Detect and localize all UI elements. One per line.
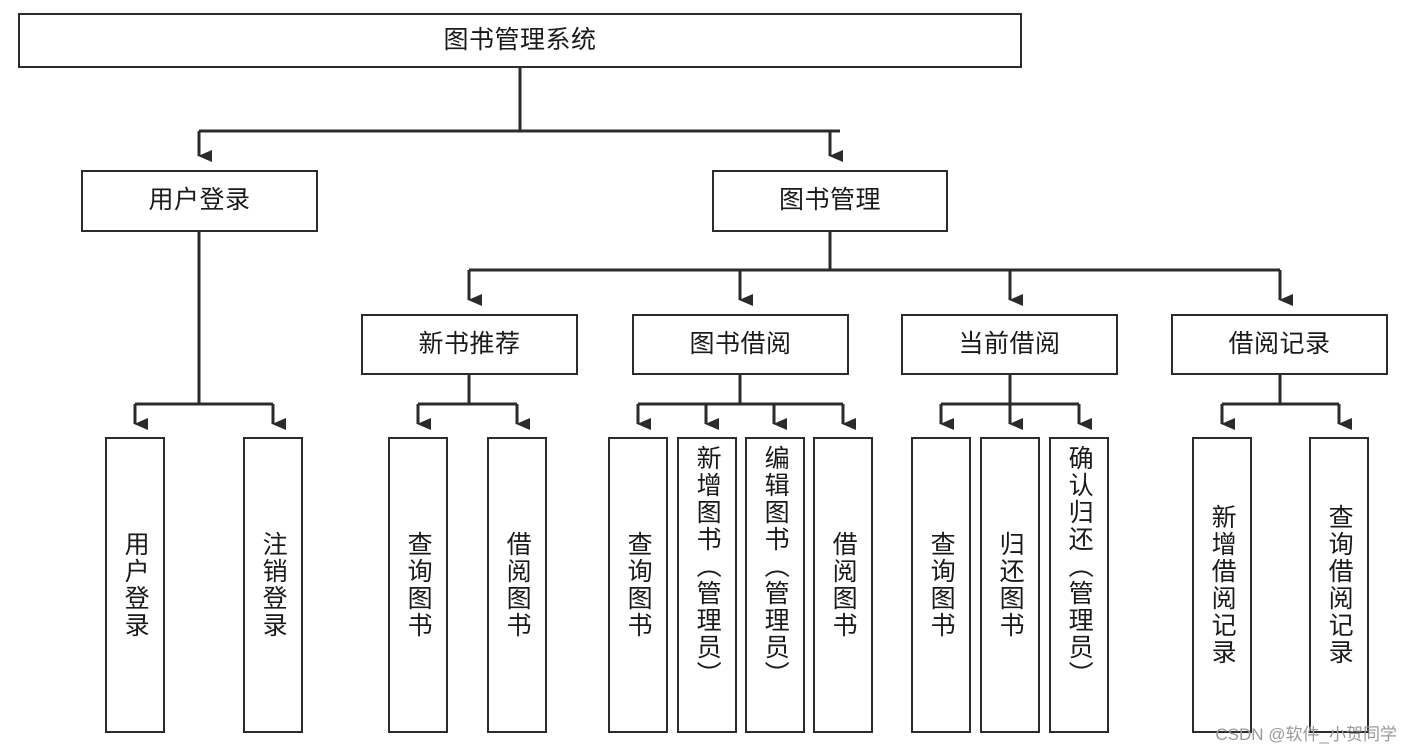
node-label: 新书推荐 [418, 329, 521, 358]
leaf-confirm-return-admin[interactable]: 确认归还（管理员） [1049, 437, 1109, 733]
node-label: 确认归还（管理员） [1065, 445, 1094, 688]
node-current-borrow[interactable]: 当前借阅 [901, 314, 1118, 375]
node-label: 查询图书 [624, 531, 653, 639]
leaf-query-book-current[interactable]: 查询图书 [911, 437, 971, 733]
node-label: 归还图书 [996, 531, 1025, 639]
leaf-borrow-book[interactable]: 借阅图书 [813, 437, 873, 733]
leaf-borrow-book-recommend[interactable]: 借阅图书 [487, 437, 547, 733]
leaf-query-borrow-record[interactable]: 查询借阅记录 [1309, 437, 1369, 733]
node-label: 用户登录 [121, 531, 150, 639]
node-user-login[interactable]: 用户登录 [81, 170, 318, 232]
node-label: 新增图书（管理员） [693, 445, 722, 688]
node-label: 查询图书 [927, 531, 956, 639]
node-root-book-management-system[interactable]: 图书管理系统 [18, 13, 1022, 68]
watermark-text: CSDN @软件_小贺同学 [1215, 725, 1397, 744]
leaf-logout[interactable]: 注销登录 [243, 437, 303, 733]
node-label: 借阅图书 [503, 531, 532, 639]
leaf-query-book-recommend[interactable]: 查询图书 [388, 437, 448, 733]
leaf-return-book[interactable]: 归还图书 [980, 437, 1040, 733]
leaf-user-login[interactable]: 用户登录 [105, 437, 165, 733]
leaf-query-book-borrow[interactable]: 查询图书 [608, 437, 668, 733]
leaf-add-borrow-record[interactable]: 新增借阅记录 [1192, 437, 1252, 733]
node-label: 图书借阅 [689, 329, 792, 358]
node-new-book-recommend[interactable]: 新书推荐 [361, 314, 578, 375]
node-label: 用户登录 [148, 186, 251, 215]
node-book-management[interactable]: 图书管理 [712, 170, 948, 232]
node-label: 图书管理 [778, 186, 881, 215]
node-label: 借阅图书 [829, 531, 858, 639]
node-label: 注销登录 [259, 531, 288, 639]
node-borrow-record[interactable]: 借阅记录 [1171, 314, 1388, 375]
node-label: 查询借阅记录 [1325, 504, 1354, 666]
node-book-borrow[interactable]: 图书借阅 [632, 314, 849, 375]
leaf-add-book-admin[interactable]: 新增图书（管理员） [677, 437, 737, 733]
node-label: 查询图书 [404, 531, 433, 639]
node-label: 编辑图书（管理员） [761, 445, 790, 688]
node-label: 借阅记录 [1228, 329, 1331, 358]
leaf-edit-book-admin[interactable]: 编辑图书（管理员） [745, 437, 805, 733]
node-label: 新增借阅记录 [1208, 504, 1237, 666]
node-label: 当前借阅 [958, 329, 1061, 358]
node-label: 图书管理系统 [443, 25, 597, 54]
